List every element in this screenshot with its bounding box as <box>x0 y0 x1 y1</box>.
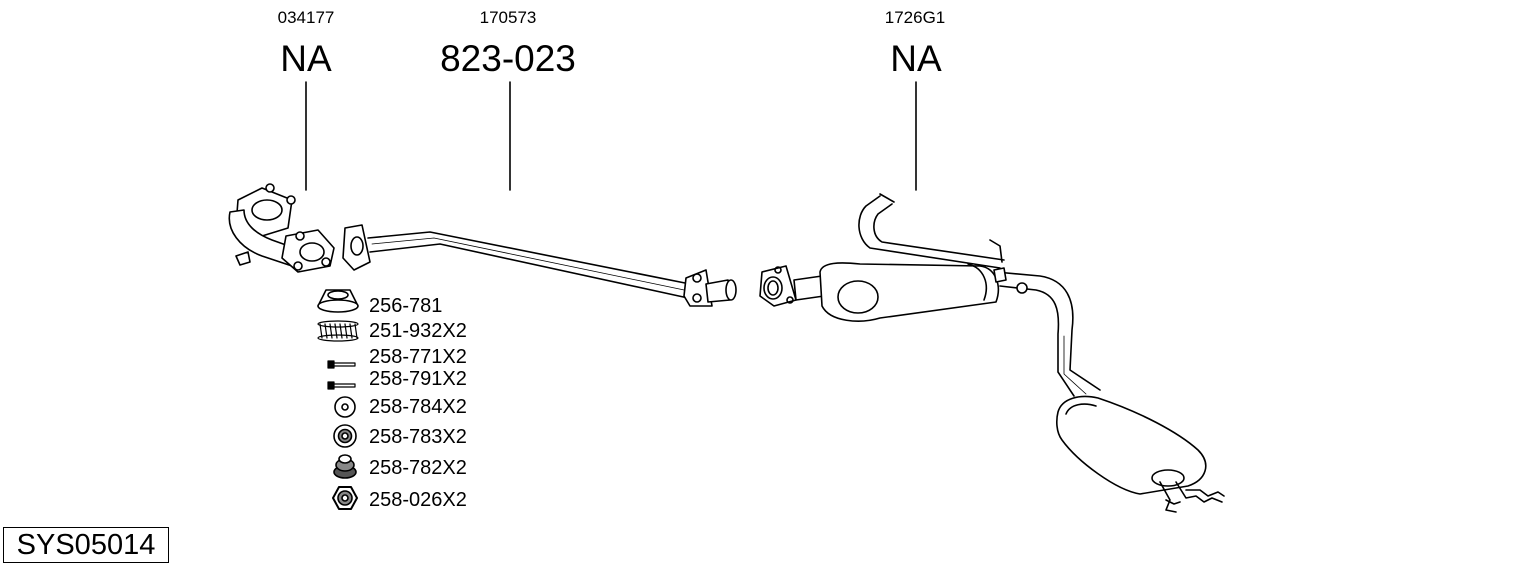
part-label-spring: 251-932X2 <box>369 320 467 342</box>
rear-exhaust-section <box>759 193 1225 513</box>
part-ref-rear-section: NA <box>890 38 942 79</box>
part-code-front-pipe: 170573 <box>479 8 537 27</box>
rubber-mount-icon <box>333 424 357 448</box>
part-label-rubber-mount: 258-783X2 <box>369 426 467 448</box>
part-label-stacked-mount: 258-782X2 <box>369 457 467 479</box>
exhaust-manifold <box>228 183 335 273</box>
spring-icon <box>317 320 359 342</box>
part-label-gasket: 256-781 <box>369 295 443 317</box>
gasket-ring-icon <box>317 289 359 313</box>
bolt-icon <box>327 360 356 369</box>
part-label-hex-nut: 258-026X2 <box>369 489 467 511</box>
front-pipe <box>342 224 737 307</box>
part-code-rear-section: 1726G1 <box>884 8 946 27</box>
washer-icon <box>334 396 356 418</box>
part-label-bolt-771: 258-771X2 <box>369 346 467 368</box>
hex-nut-icon <box>332 486 358 510</box>
stacked-mount-icon <box>333 454 357 479</box>
system-code-box: SYS05014 <box>3 527 169 563</box>
part-ref-manifold: NA <box>280 38 332 79</box>
part-ref-front-pipe: 823-023 <box>440 38 576 79</box>
part-code-manifold: 034177 <box>277 8 335 27</box>
bolt-icon <box>327 381 356 390</box>
part-label-bolt-791: 258-791X2 <box>369 368 467 390</box>
part-label-washer: 258-784X2 <box>369 396 467 418</box>
